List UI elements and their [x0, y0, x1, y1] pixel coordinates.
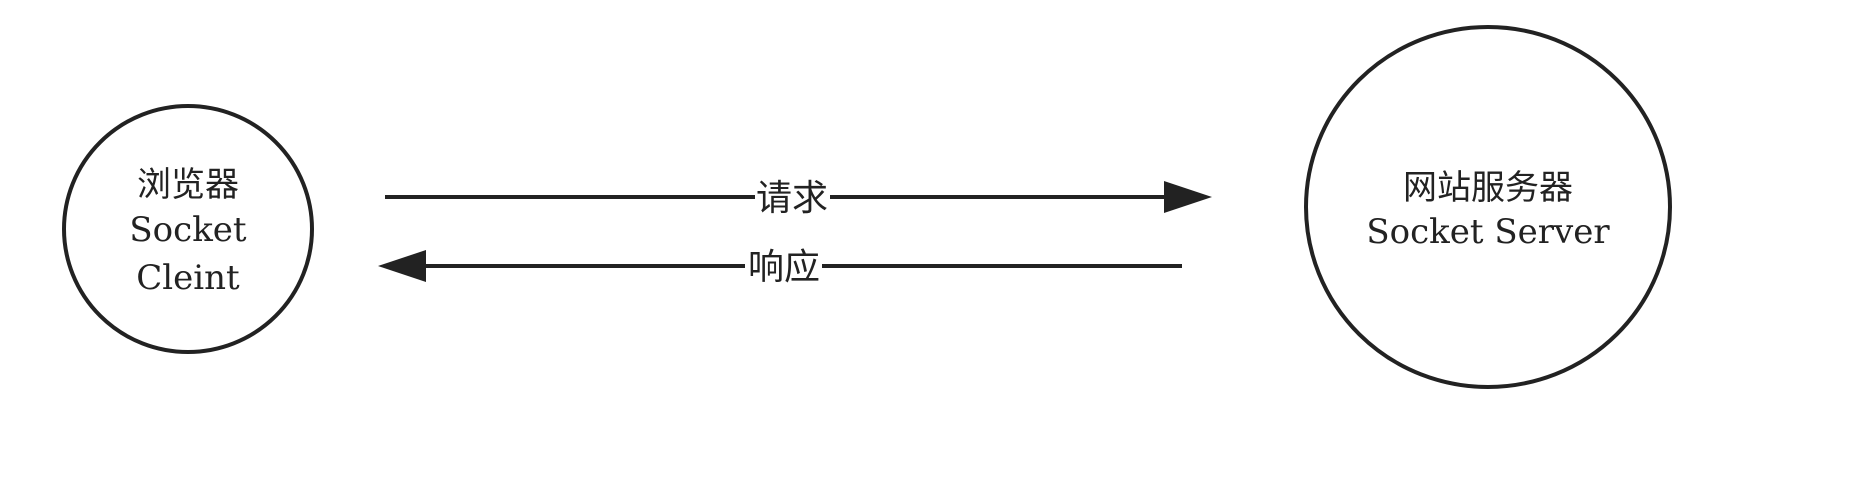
client-node: 浏览器 Socket Cleint: [62, 104, 314, 354]
server-node-circle: [1304, 25, 1672, 389]
response-arrowhead-icon: [378, 250, 426, 282]
response-arrow: 响应: [378, 247, 1182, 288]
server-node-label-line2: Socket Server: [1366, 212, 1610, 252]
request-arrow-label: 请求: [756, 178, 828, 219]
request-arrow: 请求: [385, 178, 1212, 219]
client-node-label-line1: 浏览器: [137, 165, 239, 205]
client-node-label-line3: Cleint: [136, 258, 240, 298]
server-node-label-line1: 网站服务器: [1403, 168, 1573, 208]
client-node-label-line2: Socket: [129, 210, 247, 250]
server-node: 网站服务器 Socket Server: [1304, 25, 1672, 389]
response-arrow-label: 响应: [748, 247, 820, 288]
request-arrowhead-icon: [1164, 181, 1212, 213]
client-node-circle: [62, 104, 314, 354]
